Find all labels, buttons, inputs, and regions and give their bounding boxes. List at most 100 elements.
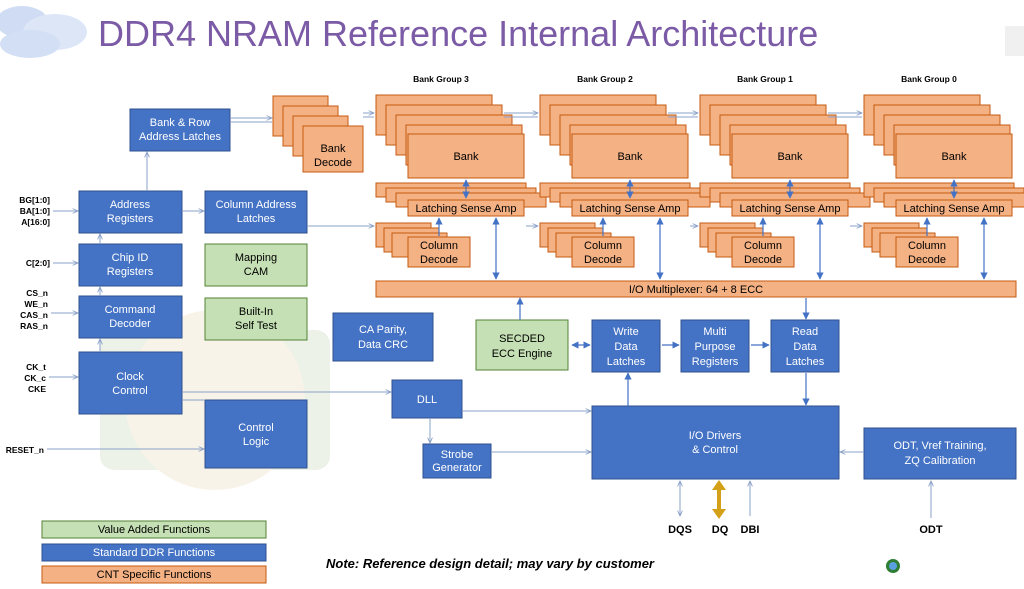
address-registers: Address Registers [78,190,183,234]
svg-text:ODT, Vref Training,: ODT, Vref Training, [893,440,986,452]
svg-text:Write: Write [613,326,638,338]
pin-cs: CS_n [26,288,48,298]
dll: DLL [391,379,463,419]
svg-text:Control: Control [112,385,147,397]
svg-text:Generator: Generator [432,462,482,474]
column-decode-line1: Column [908,240,946,252]
legend-standard: Standard DDR Functions [93,547,216,559]
bank-label: Bank [617,151,643,163]
pin-a: A[16:0] [21,217,50,227]
mapping-cam: Mapping CAM [204,243,308,287]
multi-purpose-registers: Multi Purpose Registers [680,319,750,373]
sense-amp-block [571,199,689,217]
column-decode-line2: Decode [744,254,782,266]
svg-text:Address: Address [110,199,151,211]
svg-text:Multi: Multi [703,326,726,338]
pin-c: C[2:0] [26,258,50,268]
pin-ba: BA[1:0] [20,206,50,216]
svg-text:Data: Data [614,341,638,353]
svg-text:Bank & Row: Bank & Row [150,117,211,129]
svg-text:Strobe: Strobe [441,449,473,461]
pin-ck-c: CK_c [24,373,46,383]
bank-label: Bank [453,151,479,163]
data-path-arrows [516,297,810,406]
pin-cke: CKE [28,384,46,394]
svg-text:Clock: Clock [116,371,144,383]
column-decode-line1: Column [584,240,622,252]
bank-block [895,133,1013,179]
corner-logo-icon [886,559,900,573]
svg-text:Latches: Latches [237,213,276,225]
svg-text:Logic: Logic [243,436,270,448]
column-decode-line2: Decode [908,254,946,266]
bank-decode-line1: Bank [320,143,346,155]
command-decoder: Command Decoder [78,295,183,339]
svg-text:I/O Drivers: I/O Drivers [689,430,742,442]
sense-amp-label: Latching Sense Amp [416,203,517,215]
column-address-latches: Column Address Latches [204,190,308,234]
svg-text:Latches: Latches [607,356,646,368]
odt-vref-zq-calibration: ODT, Vref Training, ZQ Calibration [863,427,1017,480]
chip-id-registers: Chip ID Registers [78,243,183,287]
bank-group-label: Bank Group 0 [901,74,957,84]
footnote: Note: Reference design detail; may vary … [326,556,655,571]
svg-text:DLL: DLL [417,394,437,406]
column-decode-line2: Decode [420,254,458,266]
svg-text:Registers: Registers [107,213,154,225]
legend-cnt: CNT Specific Functions [97,569,212,581]
sense-amp-label: Latching Sense Amp [904,203,1005,215]
pin-dqs: DQS [668,524,692,536]
column-decode-line1: Column [744,240,782,252]
bank-group-label: Bank Group 2 [577,74,633,84]
svg-text:Registers: Registers [107,266,154,278]
svg-text:CAM: CAM [244,266,268,278]
column-decode-block [731,236,795,268]
clock-control: Clock Control [78,351,183,415]
write-data-latches: Write Data Latches [591,319,661,373]
pin-we: WE_n [24,299,48,309]
built-in-self-test: Built-In Self Test [204,297,308,341]
pin-reset: RESET_n [6,445,44,455]
ca-parity-data-crc: CA Parity, Data CRC [332,312,434,362]
pin-dq: DQ [712,524,729,536]
bank-decode-line2: Decode [314,157,352,169]
bank-row-address-latches: Bank & Row Address Latches [129,108,231,152]
svg-text:Read: Read [792,326,818,338]
svg-text:ZQ Calibration: ZQ Calibration [905,455,976,467]
svg-text:Built-In: Built-In [239,306,273,318]
column-decode-line1: Column [420,240,458,252]
column-decode-line2: Decode [584,254,622,266]
svg-text:Control: Control [238,422,273,434]
svg-text:Latches: Latches [786,356,825,368]
bank-label: Bank [777,151,803,163]
pin-cas: CAS_n [20,310,48,320]
svg-text:& Control: & Control [692,444,738,456]
corner-tab [1005,26,1024,56]
pin-dbi: DBI [741,524,760,536]
bank-label: Bank [941,151,967,163]
strobe-generator: Strobe Generator [422,443,492,479]
svg-text:Column Address: Column Address [216,199,297,211]
bank-block [731,133,849,179]
legend-cnt-swatch [41,565,267,584]
svg-text:Data CRC: Data CRC [358,339,408,351]
pin-odt: ODT [919,524,943,536]
svg-text:Data: Data [793,341,817,353]
column-decode-block [407,236,471,268]
sense-amp-label: Latching Sense Amp [740,203,841,215]
column-decode-block [895,236,959,268]
bank-group-label: Bank Group 3 [413,74,469,84]
io-multiplexer [375,280,1017,298]
svg-text:CA Parity,: CA Parity, [359,324,407,336]
pin-ras: RAS_n [20,321,48,331]
legend-standard-swatch [41,543,267,562]
page-title: DDR4 NRAM Reference Internal Architectur… [98,13,818,54]
control-logic: Control Logic [204,399,308,469]
svg-text:Decoder: Decoder [109,318,151,330]
output-pins: DQS DQ DBI ODT [668,480,943,536]
column-decode-block [571,236,635,268]
connectors [100,113,864,452]
